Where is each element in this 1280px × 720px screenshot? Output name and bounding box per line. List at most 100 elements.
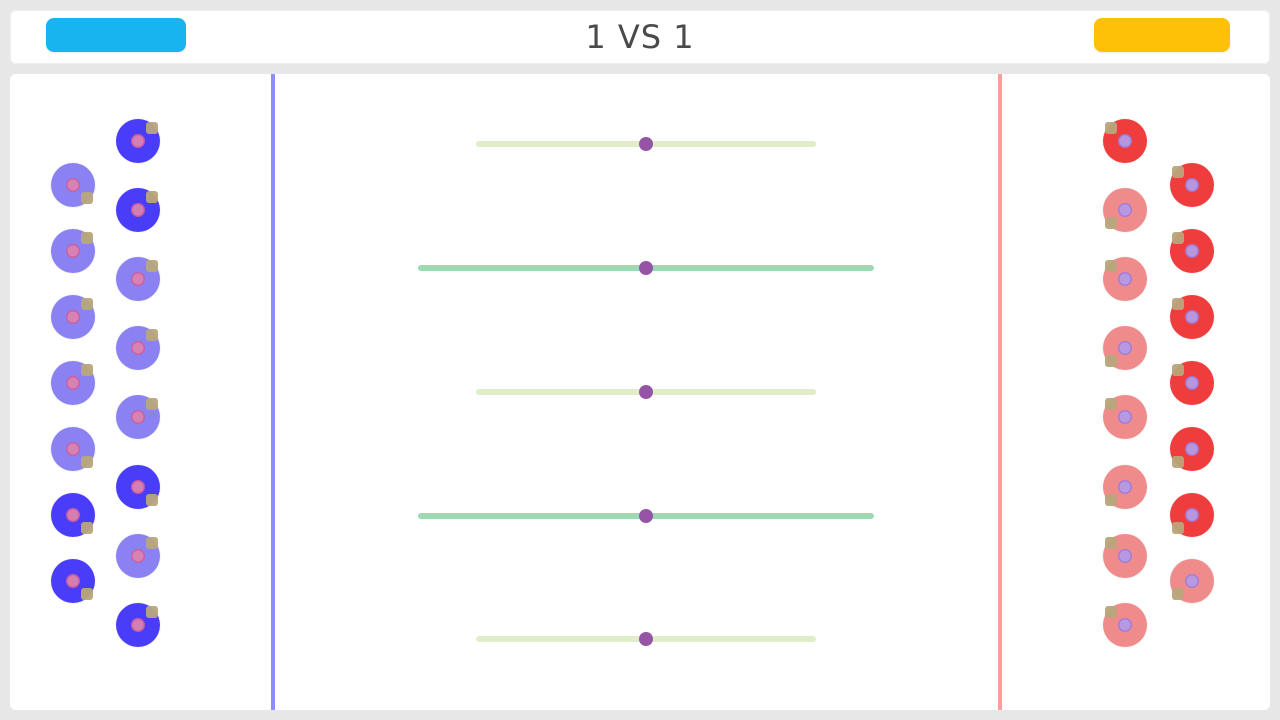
piece-core-icon: [66, 310, 80, 324]
piece-corner-icon: [81, 588, 93, 600]
blue-piece-icon[interactable]: [51, 361, 95, 405]
blue-piece-icon[interactable]: [51, 493, 95, 537]
red-piece-icon[interactable]: [1170, 361, 1214, 405]
red-piece-icon[interactable]: [1103, 395, 1147, 439]
lane-3: [476, 385, 816, 399]
red-piece-icon[interactable]: [1170, 163, 1214, 207]
blue-piece-icon[interactable]: [51, 295, 95, 339]
left-player-button[interactable]: [46, 18, 186, 52]
piece-core-icon: [131, 341, 145, 355]
lane-5: [476, 632, 816, 646]
piece-core-icon: [131, 410, 145, 424]
piece-core-icon: [131, 134, 145, 148]
piece-corner-icon: [1105, 260, 1117, 272]
piece-core-icon: [1118, 618, 1132, 632]
match-title: 1 VS 1: [585, 18, 695, 56]
red-piece-icon[interactable]: [1170, 229, 1214, 273]
piece-corner-icon: [1172, 298, 1184, 310]
red-piece-icon[interactable]: [1103, 603, 1147, 647]
blue-piece-icon[interactable]: [116, 534, 160, 578]
piece-core-icon: [131, 618, 145, 632]
piece-corner-icon: [81, 232, 93, 244]
left-zone-divider: [271, 74, 275, 710]
piece-corner-icon: [1172, 456, 1184, 468]
piece-corner-icon: [81, 298, 93, 310]
piece-core-icon: [1185, 442, 1199, 456]
piece-core-icon: [131, 203, 145, 217]
piece-corner-icon: [81, 456, 93, 468]
piece-corner-icon: [146, 260, 158, 272]
piece-core-icon: [66, 376, 80, 390]
red-piece-icon[interactable]: [1170, 295, 1214, 339]
blue-piece-icon[interactable]: [51, 163, 95, 207]
piece-core-icon: [131, 480, 145, 494]
red-piece-icon[interactable]: [1103, 119, 1147, 163]
piece-core-icon: [66, 244, 80, 258]
piece-corner-icon: [1105, 606, 1117, 618]
top-bar: 1 VS 1: [10, 10, 1270, 64]
red-piece-icon[interactable]: [1170, 559, 1214, 603]
blue-piece-icon[interactable]: [51, 559, 95, 603]
piece-corner-icon: [146, 494, 158, 506]
piece-core-icon: [1118, 134, 1132, 148]
piece-core-icon: [131, 272, 145, 286]
piece-corner-icon: [1105, 217, 1117, 229]
red-piece-icon[interactable]: [1103, 188, 1147, 232]
piece-core-icon: [66, 178, 80, 192]
blue-piece-icon[interactable]: [116, 395, 160, 439]
lane-2-marker-icon: [639, 261, 653, 275]
piece-core-icon: [1185, 310, 1199, 324]
red-piece-icon[interactable]: [1103, 534, 1147, 578]
piece-core-icon: [1118, 480, 1132, 494]
piece-corner-icon: [1105, 537, 1117, 549]
piece-corner-icon: [146, 329, 158, 341]
piece-core-icon: [1118, 272, 1132, 286]
blue-piece-icon[interactable]: [116, 326, 160, 370]
right-zone-divider: [998, 74, 1002, 710]
piece-core-icon: [131, 549, 145, 563]
right-player-button[interactable]: [1094, 18, 1230, 52]
blue-piece-icon[interactable]: [116, 188, 160, 232]
piece-corner-icon: [1172, 232, 1184, 244]
piece-corner-icon: [146, 191, 158, 203]
blue-piece-icon[interactable]: [116, 119, 160, 163]
piece-corner-icon: [146, 398, 158, 410]
blue-piece-icon[interactable]: [116, 257, 160, 301]
piece-corner-icon: [1172, 588, 1184, 600]
piece-corner-icon: [1105, 355, 1117, 367]
game-board: [10, 74, 1270, 710]
piece-corner-icon: [1105, 398, 1117, 410]
blue-piece-icon[interactable]: [116, 465, 160, 509]
piece-core-icon: [1185, 376, 1199, 390]
blue-piece-icon[interactable]: [51, 229, 95, 273]
piece-core-icon: [1118, 410, 1132, 424]
piece-corner-icon: [146, 537, 158, 549]
piece-corner-icon: [81, 522, 93, 534]
piece-core-icon: [66, 508, 80, 522]
piece-core-icon: [1185, 178, 1199, 192]
lane-3-marker-icon: [639, 385, 653, 399]
piece-corner-icon: [1105, 494, 1117, 506]
piece-core-icon: [1118, 341, 1132, 355]
red-piece-icon[interactable]: [1170, 427, 1214, 471]
lane-5-marker-icon: [639, 632, 653, 646]
blue-piece-icon[interactable]: [116, 603, 160, 647]
piece-corner-icon: [146, 606, 158, 618]
piece-corner-icon: [1105, 122, 1117, 134]
piece-core-icon: [66, 442, 80, 456]
piece-corner-icon: [1172, 166, 1184, 178]
red-piece-icon[interactable]: [1103, 326, 1147, 370]
piece-corner-icon: [146, 122, 158, 134]
piece-corner-icon: [1172, 522, 1184, 534]
piece-corner-icon: [1172, 364, 1184, 376]
blue-piece-icon[interactable]: [51, 427, 95, 471]
lane-1: [476, 137, 816, 151]
piece-core-icon: [1185, 574, 1199, 588]
red-piece-icon[interactable]: [1170, 493, 1214, 537]
lane-4: [418, 509, 874, 523]
red-piece-icon[interactable]: [1103, 257, 1147, 301]
red-piece-icon[interactable]: [1103, 465, 1147, 509]
piece-core-icon: [1185, 244, 1199, 258]
lane-4-marker-icon: [639, 509, 653, 523]
